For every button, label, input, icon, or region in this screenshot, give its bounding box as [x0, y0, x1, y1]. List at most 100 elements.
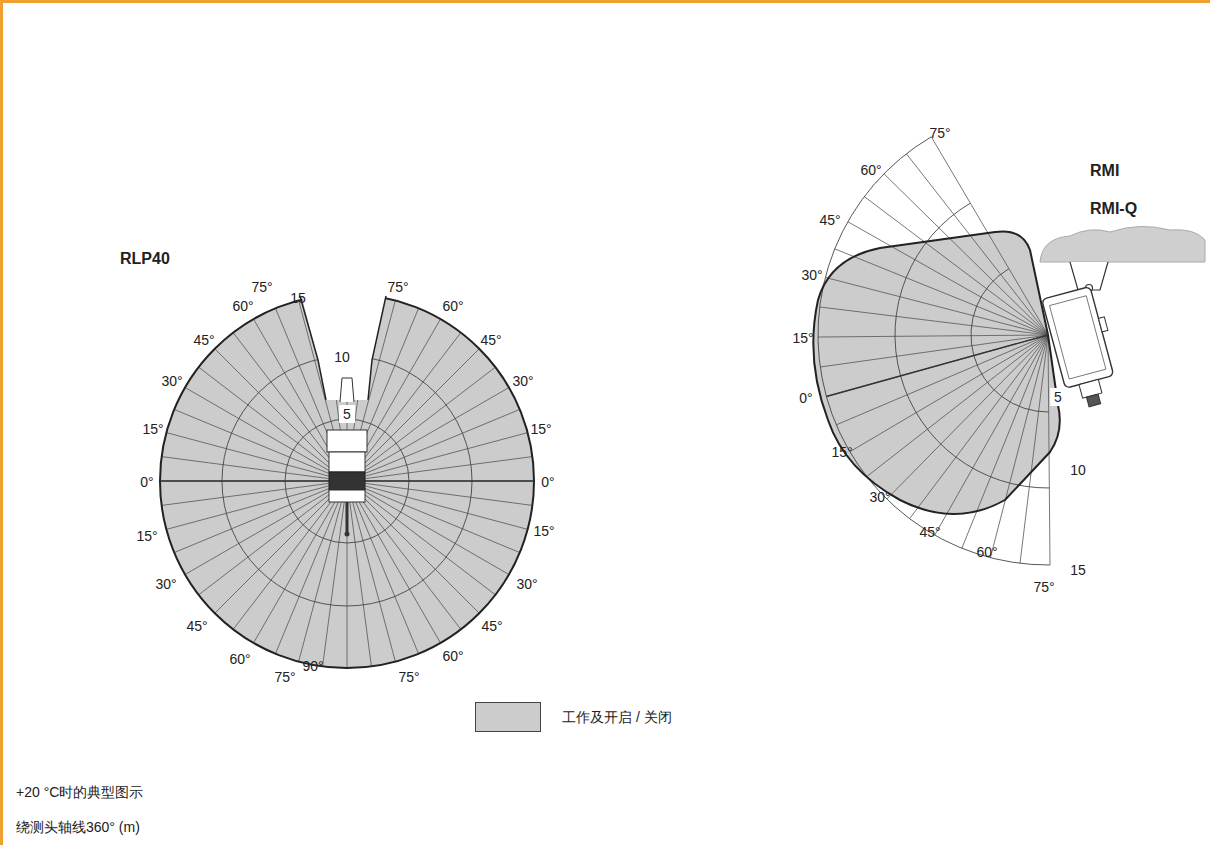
spoke-line [174, 481, 347, 553]
angle-label: 15° [136, 528, 157, 544]
rmi-plot [813, 137, 1205, 565]
spoke-line [347, 481, 479, 613]
spoke-line [275, 481, 347, 654]
spoke-line [825, 277, 1048, 335]
spoke-line [347, 388, 509, 482]
spoke-line [935, 335, 1048, 535]
distance-label: 10 [330, 348, 354, 366]
distance-label: 15 [290, 290, 306, 306]
angle-label: 15° [792, 330, 813, 346]
probe-name: RLP40 [120, 250, 170, 268]
angle-label: 60° [442, 648, 463, 664]
spoke-line [347, 433, 528, 481]
range-area [813, 231, 1059, 514]
spoke-line [166, 481, 347, 529]
spoke-line [162, 481, 347, 505]
range-area [160, 294, 534, 668]
spoke-line [347, 481, 528, 529]
angle-label: 15° [533, 523, 554, 539]
rlp40-plot [160, 290, 534, 668]
cable [1086, 394, 1100, 407]
angle-label: 0° [799, 390, 812, 406]
axis-line [826, 335, 1048, 396]
angle-label: 90° [302, 658, 323, 674]
angle-label: 0° [541, 474, 554, 490]
spoke-line [962, 335, 1048, 548]
angle-label: 30° [869, 489, 890, 505]
angle-label: 60° [229, 651, 250, 667]
spoke-line [347, 481, 348, 668]
spoke-line [884, 174, 1048, 335]
interface-name: RMI [1090, 162, 1119, 180]
stylus-ball [345, 532, 350, 537]
probe-head [327, 430, 367, 452]
distance-label: 5 [1050, 388, 1066, 406]
spoke-line [323, 481, 347, 666]
angle-label: 15° [831, 444, 852, 460]
angle-label: 75° [251, 279, 272, 295]
spoke-line [185, 388, 347, 482]
angle-label: 45° [193, 332, 214, 348]
angle-label: 45° [919, 524, 940, 540]
angle-label: 75° [1033, 579, 1054, 595]
spoke-line [166, 433, 347, 481]
angle-label: 45° [186, 618, 207, 634]
angle-label: 45° [819, 212, 840, 228]
spoke-line [826, 335, 1048, 396]
spoke-line [347, 481, 461, 629]
angle-label: 60° [232, 298, 253, 314]
angle-label: 15° [142, 421, 163, 437]
spoke-line [835, 249, 1048, 335]
angle-label: 0° [140, 474, 153, 490]
angle-label: 75° [274, 669, 295, 685]
spoke-line [347, 481, 441, 643]
spoke-line [347, 481, 520, 553]
spoke-line [1048, 335, 1050, 565]
spoke-line [867, 335, 1048, 477]
angle-label: 30° [801, 267, 822, 283]
spoke-line [850, 335, 1048, 452]
spoke-line [185, 481, 347, 575]
angle-label: 30° [155, 576, 176, 592]
interface-housing [1042, 286, 1114, 388]
distance-label: 10 [1070, 462, 1086, 478]
note-text: +20 °C时的典型图示 [16, 784, 143, 800]
range-outline [300, 296, 326, 400]
range-outline [160, 294, 534, 668]
spoke-line [818, 335, 1048, 337]
angle-label: 45° [481, 618, 502, 634]
spoke-line [199, 481, 347, 595]
angle-label: 75° [387, 279, 408, 295]
spoke-line [836, 335, 1048, 425]
probe-stylus [346, 502, 349, 532]
spoke-line [215, 481, 347, 613]
range-arc [895, 203, 1049, 488]
distance-label: 15 [1070, 562, 1086, 578]
spoke-line [162, 457, 347, 481]
angle-label: 30° [161, 373, 182, 389]
interface-housing [1042, 285, 1126, 412]
range-outline [813, 231, 1059, 514]
machine-surface [1040, 226, 1205, 262]
spoke-line [887, 335, 1048, 499]
frame-line [0, 0, 1210, 3]
spoke-line [990, 335, 1048, 558]
probe-window [329, 472, 365, 490]
angle-label: 60° [976, 544, 997, 560]
spoke-line [174, 409, 347, 481]
probe-body [329, 452, 365, 472]
probe-cable [340, 378, 354, 402]
interface-name: RMI-Q [1090, 200, 1137, 218]
range-arc [971, 269, 1049, 412]
legend-swatch [475, 702, 541, 732]
spoke-line [254, 481, 348, 643]
note-text: 绕测头轴线360° (m) [16, 819, 140, 835]
range-outline [368, 296, 386, 400]
interface-led [1098, 317, 1107, 332]
spoke-line [347, 457, 532, 481]
spoke-line [347, 481, 395, 662]
angle-label: 75° [929, 125, 950, 141]
angle-label: 15° [530, 421, 551, 437]
spoke-line [931, 137, 1048, 335]
